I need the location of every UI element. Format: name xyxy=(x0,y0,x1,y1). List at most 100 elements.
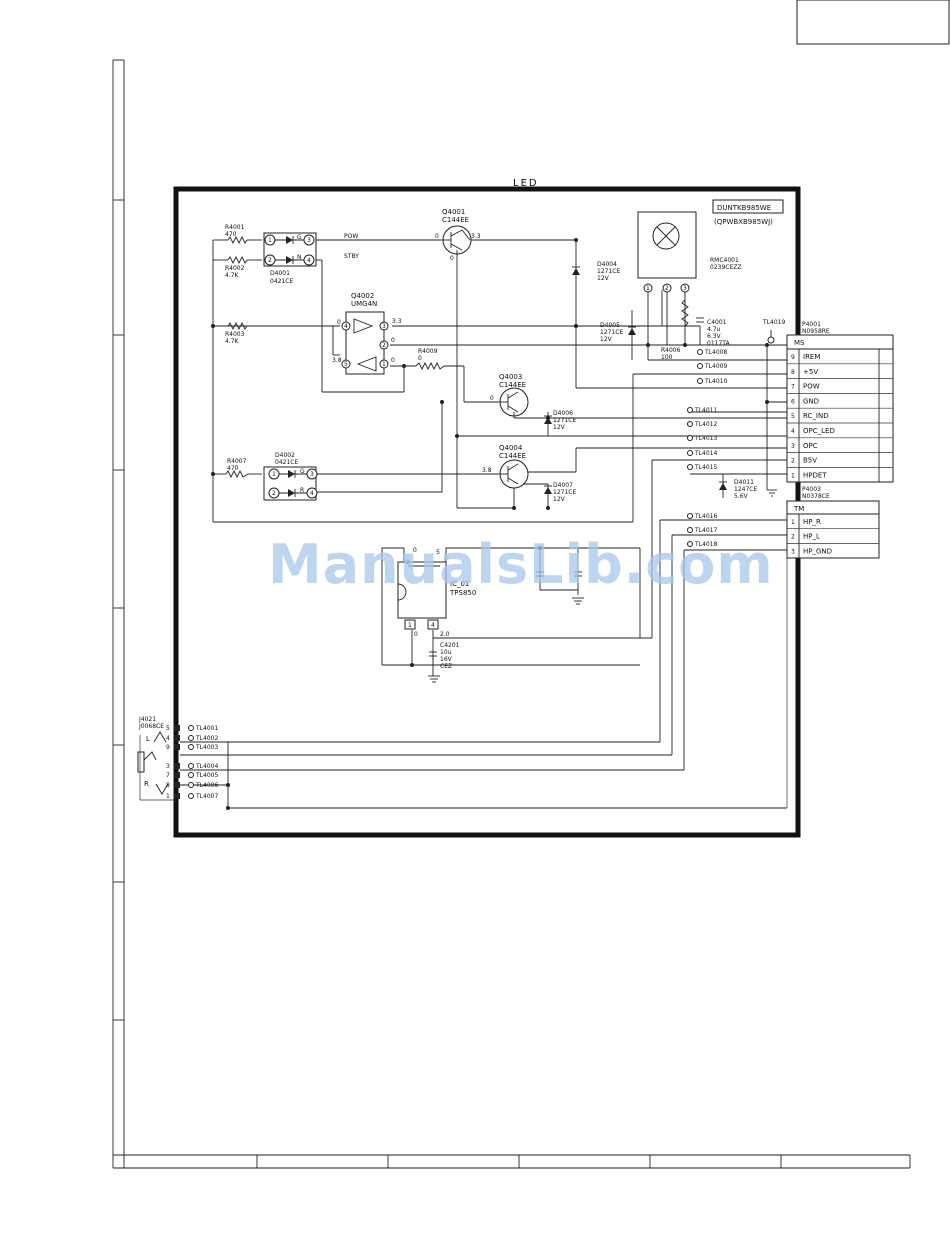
ic-tps850: 2 5 1 4 0 2.0 0 IC_01 TPS850 xyxy=(397,547,476,638)
svg-text:0117TA: 0117TA xyxy=(707,340,730,347)
test-point-label: TL4006 xyxy=(195,782,218,789)
svg-text:0: 0 xyxy=(418,355,422,362)
jack-pin-number: 9 xyxy=(166,744,170,751)
p4003-pin-number: 3 xyxy=(791,548,795,555)
svg-text:1271CE: 1271CE xyxy=(600,329,623,336)
test-point xyxy=(188,793,194,799)
p4001-pin-name: HPDET xyxy=(803,471,827,479)
svg-text:D4005: D4005 xyxy=(600,322,620,329)
test-point-label: TL4008 xyxy=(704,349,727,356)
test-point-label: TL4014 xyxy=(694,450,717,457)
resistor-r4007: R4007 470 xyxy=(225,458,249,479)
p4003-pin-name: HP_GND xyxy=(803,547,832,555)
zener-d4011: D4011 1247CE 5.6V xyxy=(719,479,757,500)
jack-pin-pad xyxy=(174,763,180,769)
svg-text:IC_01: IC_01 xyxy=(450,580,469,588)
svg-text:R4007: R4007 xyxy=(227,458,247,465)
test-point xyxy=(188,782,194,788)
svg-text:5: 5 xyxy=(436,549,440,556)
test-point-label: TL4003 xyxy=(195,744,218,751)
test-point xyxy=(687,407,693,413)
svg-text:4: 4 xyxy=(431,622,435,629)
zener-d4007: D4007 1271CE 12V xyxy=(544,482,576,503)
p4001-pin-name: OPC_LED xyxy=(803,427,835,435)
svg-text:4: 4 xyxy=(307,257,311,264)
svg-text:0421CE: 0421CE xyxy=(270,278,293,285)
svg-text:J4021: J4021 xyxy=(138,716,156,723)
svg-text:2: 2 xyxy=(268,257,272,264)
svg-text:12V: 12V xyxy=(553,496,566,503)
test-point xyxy=(687,464,693,470)
svg-text:D4004: D4004 xyxy=(597,261,617,268)
p4001-pin-name: RC_IND xyxy=(803,412,829,420)
svg-text:100: 100 xyxy=(661,354,673,361)
jack-pin-number: 4 xyxy=(166,735,170,742)
junctions xyxy=(211,238,769,810)
p4001-pin-number: 6 xyxy=(791,398,795,405)
svg-text:N0958RE: N0958RE xyxy=(802,328,830,335)
jack-pin-number: 7 xyxy=(166,772,170,779)
svg-text:1247CE: 1247CE xyxy=(734,486,757,493)
svg-text:0421CE: 0421CE xyxy=(275,459,298,466)
p4001-pin-name: IREM xyxy=(803,353,820,361)
svg-text:3.8: 3.8 xyxy=(482,467,492,474)
svg-text:G: G xyxy=(300,468,305,475)
svg-text:D4006: D4006 xyxy=(553,410,573,417)
resistor-r4002: R4002 4.7K xyxy=(213,255,262,279)
net-stby: STBY xyxy=(344,253,359,260)
test-point xyxy=(697,363,703,369)
jack-pin-pad xyxy=(174,725,180,731)
resistor-r4009: R4009 0 xyxy=(415,348,445,371)
capacitor-c4001: C4001 4.7u 6.3V 0117TA xyxy=(696,317,730,347)
svg-text:3: 3 xyxy=(310,471,314,478)
svg-text:0: 0 xyxy=(391,357,395,364)
test-point-label: TL4002 xyxy=(195,735,218,742)
svg-text:0: 0 xyxy=(391,337,395,344)
svg-text:3.3: 3.3 xyxy=(392,318,402,325)
svg-text:CEZ: CEZ xyxy=(440,663,452,670)
svg-text:C4001: C4001 xyxy=(707,319,727,326)
p4001-pin-number: 1 xyxy=(791,472,795,479)
test-point xyxy=(697,349,703,355)
test-point-tl4019-label: TL4019 xyxy=(762,319,785,326)
p4001-pin-number: 3 xyxy=(791,443,795,450)
svg-text:6.3V: 6.3V xyxy=(707,333,722,340)
svg-text:P4001: P4001 xyxy=(802,321,821,328)
svg-text:0: 0 xyxy=(490,395,494,402)
svg-text:16V: 16V xyxy=(440,656,453,663)
svg-text:0: 0 xyxy=(337,319,341,326)
svg-text:MS: MS xyxy=(794,339,805,347)
resistor-r4001: R4001 470 xyxy=(213,224,262,245)
p4003-pin-number: 2 xyxy=(791,534,795,541)
svg-text:1: 1 xyxy=(408,622,412,629)
svg-text:C144EE: C144EE xyxy=(499,452,526,460)
svg-text:2: 2 xyxy=(406,559,410,566)
svg-text:UMG4N: UMG4N xyxy=(351,300,377,308)
jack-pin-number: 1 xyxy=(166,793,170,800)
svg-text:4: 4 xyxy=(344,323,348,330)
resistor-r4003: R4003 4.7K xyxy=(225,321,248,345)
svg-text:4.7K: 4.7K xyxy=(225,338,240,345)
svg-text:R4006: R4006 xyxy=(661,347,681,354)
svg-text:R4009: R4009 xyxy=(418,348,438,355)
test-point-label: TL4009 xyxy=(704,363,727,370)
svg-text:Q4003: Q4003 xyxy=(499,373,522,381)
test-point xyxy=(188,725,194,731)
svg-text:G: G xyxy=(297,234,302,241)
svg-text:C144EE: C144EE xyxy=(499,381,526,389)
wiring xyxy=(180,239,788,809)
svg-text:C4201: C4201 xyxy=(440,642,460,649)
transistor-q4001: Q4001 C144EE 0 3.3 0 xyxy=(435,208,481,262)
test-point-label: TL4012 xyxy=(694,421,717,428)
p4001-pin-name: B5V xyxy=(803,457,817,465)
p4003-pin-name: HP_R xyxy=(803,518,821,526)
net-pow: POW xyxy=(344,233,358,240)
resistor-r4006: R4006 100 xyxy=(661,299,689,361)
test-point-label: TL4007 xyxy=(195,793,218,800)
capacitor-c4201: C4201 10u 16V CEZ xyxy=(429,642,460,676)
svg-text:D4007: D4007 xyxy=(553,482,573,489)
p4003-pin-number: 1 xyxy=(791,519,795,526)
svg-text:3: 3 xyxy=(382,323,386,330)
test-point xyxy=(687,421,693,427)
